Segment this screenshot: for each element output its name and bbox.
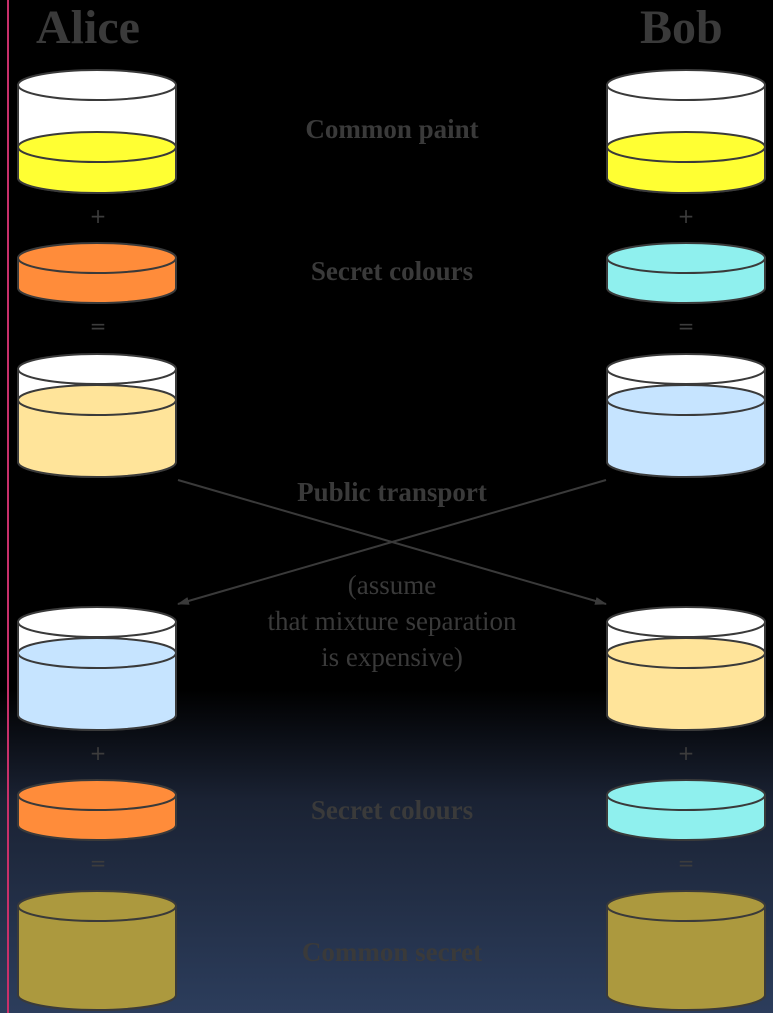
alice-mixture-container bbox=[17, 353, 177, 478]
public-transport-label: Public transport bbox=[297, 477, 487, 507]
equals-sign-alice-top: = bbox=[89, 314, 107, 338]
alice-title: Alice bbox=[36, 1, 140, 54]
alice-common-secret-container bbox=[17, 890, 177, 1011]
note-line-1: (assume bbox=[347, 570, 437, 600]
common-secret-label: Common secret bbox=[301, 937, 483, 967]
bob-title: Bob bbox=[640, 1, 723, 54]
note-line-3: is expensive) bbox=[321, 642, 463, 672]
bob-secret-colour-container-bottom bbox=[606, 779, 766, 841]
common-paint-label: Common paint bbox=[305, 114, 479, 144]
plus-sign-alice-bottom: + bbox=[89, 741, 107, 765]
secret-colours-label-bottom: Secret colours bbox=[310, 795, 474, 825]
secret-colours-label-top: Secret colours bbox=[310, 256, 474, 286]
alice-received-mixture-container bbox=[17, 606, 177, 731]
equals-sign-bob-bottom: = bbox=[677, 851, 695, 875]
plus-sign-bob-top: + bbox=[677, 204, 695, 228]
equals-sign-bob-top: = bbox=[677, 314, 695, 338]
bob-mixture-container bbox=[606, 353, 766, 478]
alice-secret-colour-container-bottom bbox=[17, 779, 177, 841]
arrow-bob-to-alice bbox=[177, 479, 607, 605]
bob-secret-colour-container bbox=[606, 242, 766, 304]
note-line-2: that mixture separation bbox=[267, 606, 517, 636]
bob-common-secret-container bbox=[606, 890, 766, 1011]
plus-sign-bob-bottom: + bbox=[677, 741, 695, 765]
equals-sign-alice-bottom: = bbox=[89, 851, 107, 875]
plus-sign-alice-top: + bbox=[89, 204, 107, 228]
bob-common-paint-container bbox=[606, 69, 766, 194]
alice-common-paint-container bbox=[17, 69, 177, 194]
left-edge-line bbox=[7, 0, 9, 1013]
alice-secret-colour-container bbox=[17, 242, 177, 304]
bob-received-mixture-container bbox=[606, 606, 766, 731]
